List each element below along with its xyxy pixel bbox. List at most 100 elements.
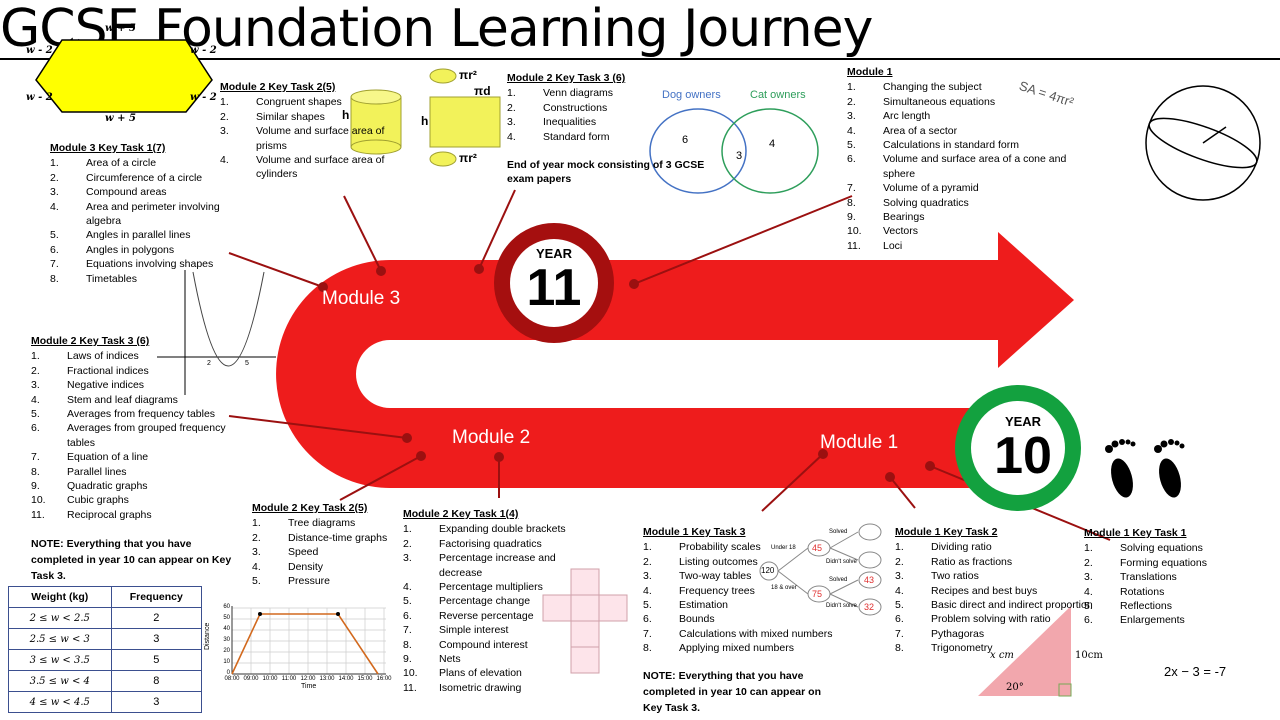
task-item-text: Percentage increase and decrease xyxy=(439,552,556,579)
task-item-text: Area of a circle xyxy=(86,157,157,170)
task-item-text: Rotations xyxy=(1120,585,1165,598)
task-item-text: Inequalities xyxy=(543,116,597,129)
footprints-icon xyxy=(1105,439,1185,498)
task-item: 5.Reflections xyxy=(1084,599,1274,613)
frequency-cell: 2 xyxy=(110,607,202,629)
task-item: 4.Recipes and best buys xyxy=(895,584,1115,598)
task-heading: Module 2 Key Task 3 (6) xyxy=(31,335,150,347)
frequency-cell: 3 xyxy=(110,691,202,713)
task-item-text: Trigonometry xyxy=(931,642,993,655)
frequency-cell: 3 xyxy=(110,628,202,650)
task-item-number: 4. xyxy=(847,124,856,137)
task-item-number: 7. xyxy=(50,258,59,271)
task-item: 7.Volume of a pyramid xyxy=(847,181,1087,195)
distance-graph-ytick: 30 xyxy=(223,637,230,643)
task-item-number: 6. xyxy=(50,243,59,256)
task-item-text: Expanding double brackets xyxy=(439,523,566,536)
right-triangle xyxy=(978,606,1072,697)
task-item-number: 10. xyxy=(31,494,46,507)
task-item: 3.Arc length xyxy=(847,109,1087,123)
task-item-number: 5. xyxy=(252,575,261,588)
tree-solved-2: Solved xyxy=(829,577,848,583)
task-item-number: 2. xyxy=(895,555,904,568)
task-item-text: Changing the subject xyxy=(883,81,982,94)
cyl-h2-label: h xyxy=(421,114,429,128)
task-item-number: 3. xyxy=(1084,571,1093,584)
task-item: 3.Two-way tables xyxy=(643,569,853,583)
venn-middle-value: 3 xyxy=(736,150,743,162)
task-item-text: Translations xyxy=(1120,571,1177,584)
triangle-angle: 20° xyxy=(1006,682,1024,693)
module2-key-task3-left: Module 2 Key Task 3 (6)1.Laws of indices… xyxy=(31,334,241,522)
task-item: 2. Forming equations xyxy=(1084,556,1274,570)
distance-graph-xtick: 16:00 xyxy=(376,676,392,682)
task-item-number: 2. xyxy=(847,95,856,108)
task-item-text: Dividing ratio xyxy=(931,541,992,554)
tree-n1: 45 xyxy=(812,543,823,553)
year10-badge xyxy=(955,385,1081,511)
tree-didnt-2: Didn't solve xyxy=(826,603,857,609)
task-item: 3.Volume and surface area of prisms xyxy=(220,124,400,153)
task-item-number: 4. xyxy=(507,130,516,143)
journey-road xyxy=(276,232,1074,488)
task-item-text: Volume and surface area of a cone and sp… xyxy=(883,153,1067,180)
task-item-text: Applying mixed numbers xyxy=(679,642,794,655)
distance-graph-ytick: 0 xyxy=(226,670,230,676)
task-item-text: Compound areas xyxy=(86,186,167,199)
cylinder-shape xyxy=(350,89,402,155)
task-item-number: 6. xyxy=(895,613,904,626)
task-item: 2.Distance-time graphs xyxy=(252,531,412,545)
task-item-text: Circumference of a circle xyxy=(86,171,203,184)
weight-cell: 2 ≤ w < 2.5 xyxy=(8,607,112,629)
task-item-number: 5. xyxy=(847,139,856,152)
task-item-number: 5. xyxy=(643,599,652,612)
task-item: 7.Simple interest xyxy=(403,623,583,637)
task-item: 8.Trigonometry xyxy=(895,641,1115,655)
task-heading: Module 2 Key Task 3 (6) xyxy=(507,72,626,84)
distance-graph-xlabel: Time xyxy=(301,683,317,690)
cyl-pir2-top-label: πr² xyxy=(459,68,477,82)
task-item-text: Density xyxy=(288,560,324,573)
module2-key-task2-top: Module 2 Key Task 2(5)1.Congruent shapes… xyxy=(220,80,400,182)
task-item: 1.Changing the subject xyxy=(847,80,1087,94)
task-item-number: 1. xyxy=(50,157,59,170)
task-item-number: 2. xyxy=(1084,556,1093,569)
task-item: 8.Solving quadratics xyxy=(847,196,1087,210)
venn-dog-label: Dog owners xyxy=(662,89,721,101)
distance-time-graph xyxy=(231,606,386,675)
tree-diagram xyxy=(759,523,882,616)
distance-graph-xtick: 14:00 xyxy=(338,676,354,682)
task-item-number: 4. xyxy=(50,200,59,213)
task-item: 2.Similar shapes xyxy=(220,110,400,124)
task-item-text: Forming equations xyxy=(1120,556,1207,569)
task-item-number: 8. xyxy=(643,642,652,655)
task-item-text: Equations involving shapes xyxy=(86,258,214,271)
task-item-text: Solving equations xyxy=(1120,542,1203,555)
task-item-number: 1. xyxy=(895,541,904,554)
year11-label: YEAR xyxy=(535,246,573,261)
task-item-number: 6. xyxy=(31,422,40,435)
distance-graph-xtick: 15:00 xyxy=(357,676,373,682)
task-item-text: Speed xyxy=(288,546,319,559)
task-item: 1.Probability scales xyxy=(643,540,853,554)
task-item-text: Fractional indices xyxy=(67,364,149,377)
module1-label: Module 1 xyxy=(820,432,899,453)
hex-left-bottom-label: w - 2 xyxy=(26,92,53,103)
task-item-text: Percentage change xyxy=(439,595,531,608)
task-item: 6.Bounds xyxy=(643,612,853,626)
distance-graph-ylabel: Distance xyxy=(204,622,211,650)
venn-cat-label: Cat owners xyxy=(750,89,806,101)
task-item-number: 2. xyxy=(220,110,229,123)
task-heading: Module 2 Key Task 2(5) xyxy=(252,502,368,514)
task-item-number: 11. xyxy=(847,239,861,252)
task-item: 5.Basic direct and indirect proportion xyxy=(895,598,1115,612)
hex-right-top-label: w - 2 xyxy=(190,45,217,56)
task-item: 8.Compound interest xyxy=(403,638,583,652)
